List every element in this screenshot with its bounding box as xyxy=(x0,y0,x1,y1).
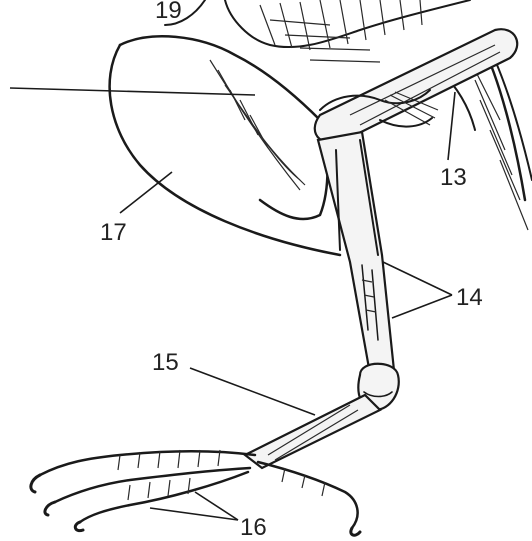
label-13: 13 xyxy=(440,164,467,191)
label-15: 15 xyxy=(152,349,179,376)
leader-15 xyxy=(190,368,315,415)
tibiotarsus-bone xyxy=(318,132,395,385)
leader-17 xyxy=(120,172,172,213)
label-14: 14 xyxy=(456,284,483,311)
leader-14a xyxy=(383,262,452,295)
tarsometatarsus-bone xyxy=(245,395,380,468)
pointer-line-19 xyxy=(10,88,255,95)
label-17: 17 xyxy=(100,219,127,246)
leader-16b xyxy=(150,508,238,520)
leader-14b xyxy=(392,295,452,318)
label-16: 16 xyxy=(240,514,267,541)
pelvis-ilium xyxy=(110,36,340,255)
label-19: 19 xyxy=(155,0,182,24)
leader-13 xyxy=(448,92,455,160)
